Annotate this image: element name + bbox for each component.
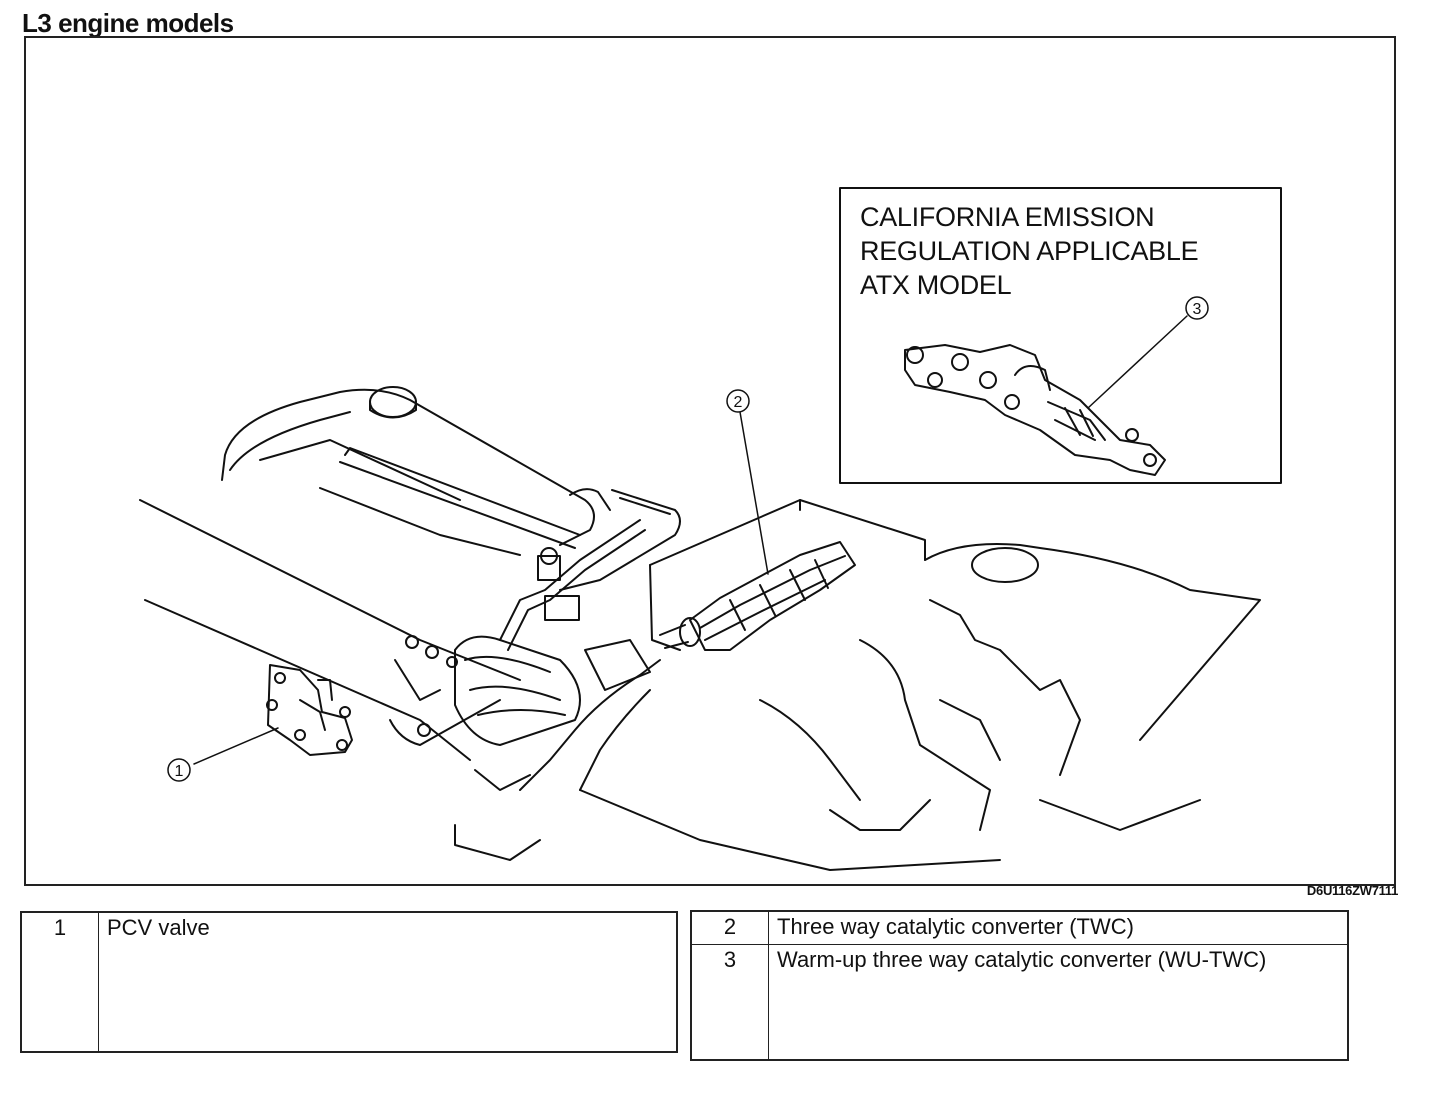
callout-1-marker: 1 — [167, 758, 191, 782]
callout-2-leader — [739, 411, 769, 575]
legend-number: 3 — [690, 944, 769, 1061]
twc-drawing — [659, 541, 856, 651]
callout-1-number: 1 — [175, 763, 184, 780]
pcv-valve-drawing — [266, 664, 353, 756]
callout-1-leader — [193, 727, 279, 765]
legend-row: 3 Warm-up three way catalytic converter … — [690, 944, 1349, 1061]
callout-2-number: 2 — [734, 394, 743, 411]
legend-row: 2 Three way catalytic converter (TWC) — [690, 910, 1349, 945]
callout-3-leader — [1087, 315, 1188, 409]
section-title: L3 engine models — [22, 8, 234, 38]
legend-table-left: 1 PCV valve — [20, 911, 678, 1053]
figure-code: D6U116ZW7111 — [1306, 883, 1398, 898]
legend-label: Warm-up three way catalytic converter (W… — [768, 944, 1349, 1061]
engine-cover-drawing — [139, 386, 681, 761]
legend-label: Three way catalytic converter (TWC) — [768, 910, 1349, 945]
wu-twc-drawing — [904, 344, 1166, 476]
callout-3-number: 3 — [1193, 301, 1202, 318]
callout-2-marker: 2 — [726, 389, 750, 413]
callout-3-marker: 3 — [1185, 296, 1209, 320]
inset-title: CALIFORNIA EMISSION REGULATION APPLICABL… — [860, 202, 1199, 300]
legend-table-right: 2 Three way catalytic converter (TWC) 3 … — [690, 910, 1349, 1061]
legend-number: 2 — [690, 910, 769, 945]
legend-label: PCV valve — [98, 911, 678, 1053]
legend-row: 1 PCV valve — [20, 911, 678, 1053]
legend-number: 1 — [20, 911, 99, 1053]
hose-drawing — [454, 519, 651, 746]
inset-box — [839, 187, 1282, 484]
body-drawing — [454, 499, 1261, 871]
figure-frame — [24, 36, 1396, 886]
